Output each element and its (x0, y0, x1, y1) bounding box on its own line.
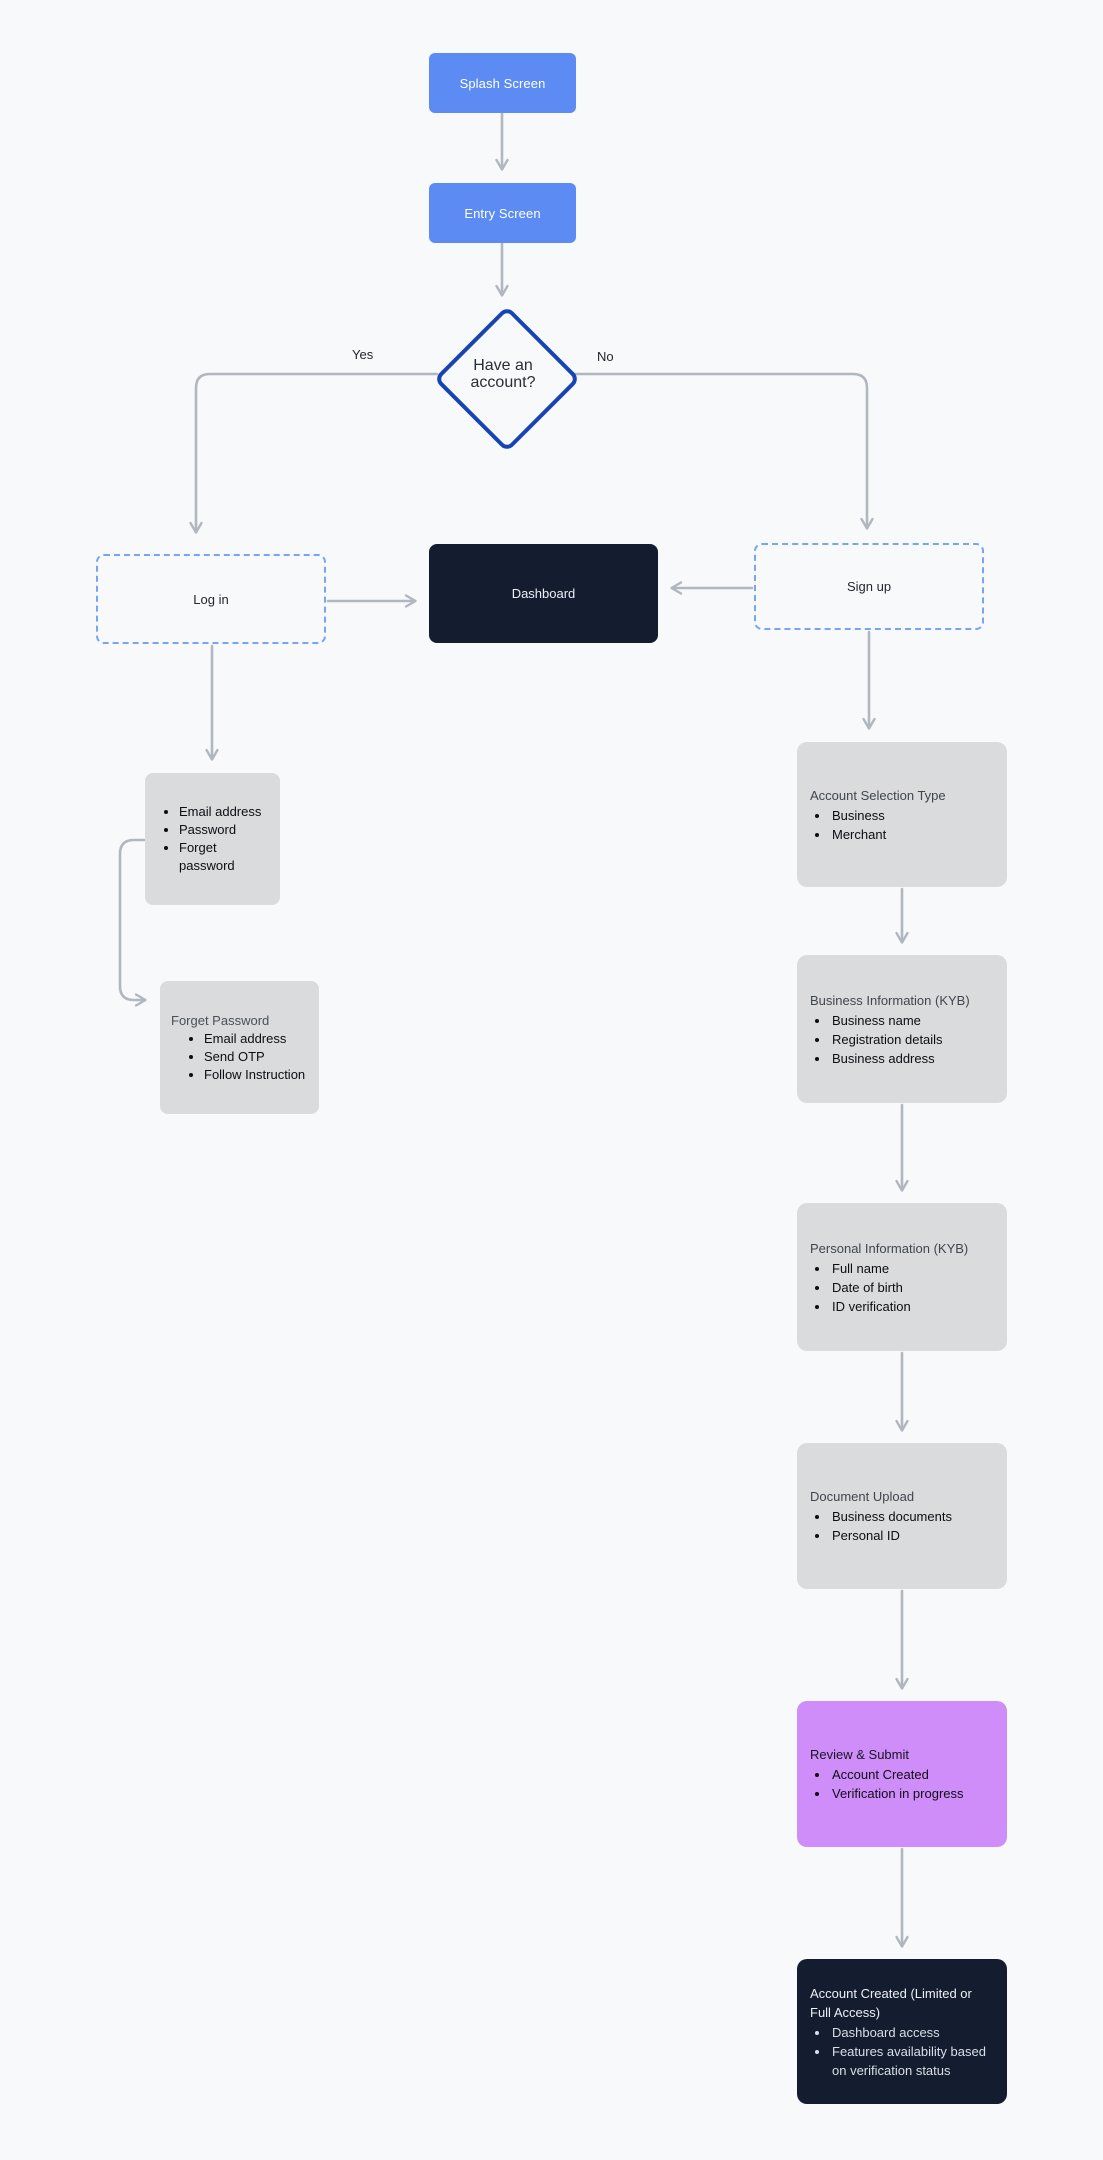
forget-password-list: Email addressSend OTPFollow Instruction (170, 1030, 311, 1084)
node-login: Log in (96, 554, 326, 644)
list-item: Merchant (830, 825, 995, 844)
node-account-selection: Account Selection Type BusinessMerchant (797, 742, 1007, 887)
document-upload-list: Business documentsPersonal ID (810, 1507, 995, 1545)
edge-label-yes: Yes (352, 347, 374, 362)
node-splash-screen: Splash Screen (429, 53, 576, 113)
node-document-upload: Document Upload Business documentsPerson… (797, 1443, 1007, 1589)
list-item: Features availability based on verificat… (830, 2042, 995, 2080)
node-decision-label: Have an account? (470, 357, 536, 391)
node-entry-screen-label: Entry Screen (464, 205, 541, 221)
personal-info-title: Personal Information (KYB) (810, 1240, 969, 1256)
node-login-label: Log in (193, 591, 229, 607)
personal-info-list: Full nameDate of birthID verification (810, 1259, 995, 1316)
node-dashboard: Dashboard (429, 544, 658, 643)
list-item: Date of birth (830, 1278, 995, 1297)
connector-decision-to-login (189, 372, 439, 534)
business-info-title: Business Information (KYB) (810, 992, 970, 1008)
connector-decision-to-signup (567, 372, 874, 530)
connector-fields-to-forget-password (118, 838, 147, 1007)
list-item: Dashboard access (830, 2023, 995, 2042)
account-created-title: Account Created (Limited or Full Access) (810, 1985, 972, 2020)
list-item: Password (179, 821, 272, 839)
node-account-created: Account Created (Limited or Full Access)… (797, 1959, 1007, 2104)
review-submit-list: Account CreatedVerification in progress (810, 1765, 995, 1803)
business-info-list: Business nameRegistration detailsBusines… (810, 1011, 995, 1068)
list-item: Business address (830, 1049, 995, 1068)
login-fields-list: Email addressPasswordForget password (155, 803, 272, 875)
list-item: Email address (204, 1030, 311, 1048)
list-item: Business name (830, 1011, 995, 1030)
node-review-submit: Review & Submit Account CreatedVerificat… (797, 1701, 1007, 1847)
list-item: Business documents (830, 1507, 995, 1526)
node-splash-screen-label: Splash Screen (459, 75, 546, 91)
node-signup-label: Sign up (846, 579, 892, 594)
node-entry-screen: Entry Screen (429, 183, 576, 243)
account-selection-title: Account Selection Type (810, 787, 946, 803)
list-item: Forget password (179, 839, 272, 875)
list-item: Follow Instruction (204, 1066, 311, 1084)
account-selection-list: BusinessMerchant (810, 806, 995, 844)
node-personal-info: Personal Information (KYB) Full nameDate… (797, 1203, 1007, 1351)
edge-label-no: No (597, 349, 614, 364)
review-submit-title: Review & Submit (810, 1747, 909, 1762)
account-created-list: Dashboard accessFeatures availability ba… (810, 2023, 995, 2080)
list-item: Verification in progress (830, 1784, 995, 1803)
node-business-info: Business Information (KYB) Business name… (797, 955, 1007, 1103)
document-upload-title: Document Upload (810, 1489, 915, 1504)
node-login-fields: Email addressPasswordForget password (145, 773, 280, 905)
list-item: Registration details (830, 1030, 995, 1049)
list-item: ID verification (830, 1297, 995, 1316)
list-item: Send OTP (204, 1048, 311, 1066)
list-item: Personal ID (830, 1526, 995, 1545)
list-item: Business (830, 806, 995, 825)
list-item: Email address (179, 803, 272, 821)
node-signup: Sign up (754, 543, 984, 630)
list-item: Full name (830, 1259, 995, 1278)
list-item: Account Created (830, 1765, 995, 1784)
forget-password-title: Forget Password (171, 1012, 270, 1028)
node-forget-password: Forget Password Email addressSend OTPFol… (160, 981, 319, 1114)
node-dashboard-label: Dashboard (511, 586, 576, 601)
